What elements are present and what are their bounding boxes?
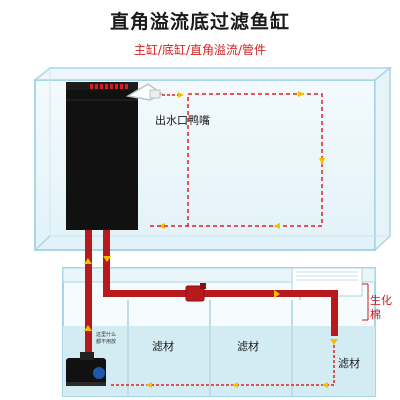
main-tank-top-glass xyxy=(32,67,393,81)
pump-outlet xyxy=(80,352,94,360)
foam-label-line-1: 生化 xyxy=(370,293,392,307)
flow-arrow-left-2 xyxy=(273,223,280,229)
flow-arrow-left xyxy=(158,223,165,229)
overflow-comb xyxy=(90,84,128,89)
pipe-flow-arrows xyxy=(84,256,338,345)
return-arrow-up-2 xyxy=(84,325,92,331)
return-pipe xyxy=(85,230,92,360)
main-tank-bottom-left xyxy=(34,235,51,251)
flow-arrow-down xyxy=(319,158,325,165)
flow-arrow-right xyxy=(298,91,305,97)
water-pump xyxy=(66,352,106,386)
pipe-union xyxy=(185,285,205,302)
drain-pipe-down xyxy=(103,230,110,294)
foam-callout: 生化 棉 xyxy=(362,283,392,321)
pump-base xyxy=(66,382,106,386)
overflow-box-body xyxy=(66,82,138,230)
main-tank-flow xyxy=(150,91,325,229)
outlet-label: 出水口鸭嘴 xyxy=(155,113,210,127)
drain-pipe-horizontal xyxy=(103,290,338,297)
filter-media-label-1: 滤材 xyxy=(152,339,174,353)
overflow-box xyxy=(66,82,138,230)
main-tank-side-glass xyxy=(374,66,391,252)
pump-impeller-cap xyxy=(93,367,105,379)
foam-label-line-2: 棉 xyxy=(370,307,381,321)
drain-arrow-right xyxy=(274,290,280,298)
union-valve xyxy=(200,283,206,289)
drain-arrow-down-2 xyxy=(330,339,338,345)
duckbill-outlet xyxy=(125,83,164,101)
page-title: 直角溢流底过滤鱼缸 xyxy=(109,11,290,33)
sump-flow xyxy=(110,345,335,388)
pump-body xyxy=(66,358,106,386)
pump-note-line-1: 这里什么 xyxy=(96,331,116,338)
drain-arrow-down xyxy=(103,256,111,262)
drain-pipe-into-sump xyxy=(331,290,338,336)
filter-media-label-2: 滤材 xyxy=(237,339,259,353)
plumbing xyxy=(85,230,338,360)
pump-note-line-2: 都不用放 xyxy=(96,338,116,345)
filter-media-label-3: 滤材 xyxy=(338,356,360,370)
return-arrow-up xyxy=(84,258,92,264)
page-subtitle: 主缸/底缸/直角溢流/管件 xyxy=(133,43,267,57)
pump-note: 这里什么 都不用放 xyxy=(96,331,116,345)
duckbill-arrow xyxy=(162,92,184,98)
